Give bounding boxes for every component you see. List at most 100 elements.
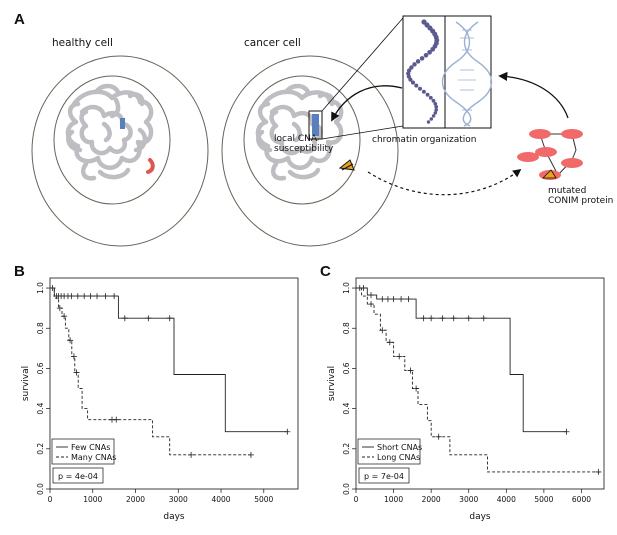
chromatin-bead xyxy=(423,53,429,58)
pvalue-box xyxy=(358,467,410,484)
y-axis-label: survival xyxy=(327,366,337,401)
x-tick-label: 6000 xyxy=(572,495,591,504)
x-tick-label: 0 xyxy=(354,495,359,504)
censor-mark xyxy=(407,367,414,374)
plot-frame xyxy=(49,277,299,490)
chromatin-fiber xyxy=(406,19,440,124)
x-tick-label: 4000 xyxy=(211,495,230,504)
censor-mark xyxy=(413,385,420,392)
legend-entry: Long CNAs xyxy=(377,453,420,462)
censor-mark xyxy=(61,313,68,320)
protein-node xyxy=(535,147,557,157)
survival-curve xyxy=(50,287,254,456)
protein-node xyxy=(561,129,583,139)
chromatin-bead xyxy=(406,74,411,79)
censor-mark xyxy=(379,296,386,303)
censor-mark xyxy=(67,337,74,344)
y-tick-label: 0.2 xyxy=(342,443,351,455)
healthy-red-region xyxy=(146,158,155,174)
censor-mark xyxy=(439,315,446,322)
y-tick-label: 1.0 xyxy=(36,282,45,294)
x-tick-label: 1000 xyxy=(83,495,102,504)
y-axis-label: survival xyxy=(21,366,31,401)
cancer-cell xyxy=(221,55,399,247)
censor-mark xyxy=(121,315,128,322)
cancer-blue-region xyxy=(312,114,319,136)
cancer-cell-label: cancer cell xyxy=(244,37,301,49)
arrow-mutation-to-protein xyxy=(367,168,522,196)
censor-mark xyxy=(113,416,120,423)
conim-protein-network xyxy=(517,129,583,180)
chromatin-bead xyxy=(412,62,417,67)
censor-mark xyxy=(390,296,397,303)
y-tick-label: 0.6 xyxy=(342,362,351,374)
censor-mark xyxy=(87,293,94,300)
censor-mark xyxy=(405,296,412,303)
cancer-chromatin xyxy=(255,83,344,181)
legend-entry: Short CNAs xyxy=(377,443,422,452)
local-cna-label-1: local CNA xyxy=(274,134,318,144)
pvalue-text: p = 7e-04 xyxy=(364,472,404,481)
dna-rungs xyxy=(458,29,476,111)
censor-mark xyxy=(386,339,393,346)
chromatin-bead xyxy=(429,117,434,121)
chromatin-bead xyxy=(410,80,416,85)
legend-entry: Many CNAs xyxy=(71,453,116,462)
censor-mark xyxy=(145,315,152,322)
pvalue-text: p = 4e-04 xyxy=(58,472,98,481)
censor-mark xyxy=(70,353,77,360)
plot-frame xyxy=(355,277,605,490)
mutated-label-2: CONIM protein xyxy=(548,196,613,206)
y-tick-label: 0.4 xyxy=(36,402,45,414)
censor-mark xyxy=(450,315,457,322)
x-axis-label: days xyxy=(469,512,491,522)
y-tick-label: 0.0 xyxy=(342,483,351,495)
censor-mark xyxy=(284,428,291,435)
pvalue: p = 4e-04 xyxy=(52,467,104,484)
mutated-label-1: mutated xyxy=(548,186,586,196)
chromatin-bead xyxy=(433,101,438,106)
censor-mark xyxy=(428,315,435,322)
censor-mark xyxy=(379,327,386,334)
healthy-blue-region xyxy=(120,118,125,129)
censor-mark xyxy=(396,353,403,360)
chromatin-bead xyxy=(414,83,419,88)
chromatin-bead xyxy=(433,111,438,115)
chromatin-bead xyxy=(434,104,439,109)
censor-mark xyxy=(73,369,80,376)
legend-box xyxy=(357,438,421,465)
censor-mark xyxy=(247,451,254,458)
arrow-protein-to-chromatin xyxy=(498,71,569,119)
chromatin-bead xyxy=(415,59,421,64)
y-tick-label: 1.0 xyxy=(342,282,351,294)
x-axis-label: days xyxy=(163,512,185,522)
x-tick-label: 0 xyxy=(48,495,53,504)
x-tick-label: 3000 xyxy=(459,495,478,504)
censor-mark xyxy=(74,293,81,300)
y-tick-label: 0.6 xyxy=(36,362,45,374)
panel-b-label: B xyxy=(14,263,25,280)
y-tick-label: 0.8 xyxy=(36,322,45,334)
censor-mark xyxy=(111,293,118,300)
censor-mark xyxy=(398,296,405,303)
chromatin-bead xyxy=(408,77,413,82)
censor-mark xyxy=(480,315,487,322)
censor-mark xyxy=(420,315,427,322)
chromatin-bead xyxy=(431,114,436,118)
pvalue-box xyxy=(52,467,104,484)
y-tick-label: 0.0 xyxy=(36,483,45,495)
chromatin-bead xyxy=(428,95,433,100)
censor-mark xyxy=(188,451,195,458)
chromatin-bead xyxy=(434,108,439,112)
zoom-line-top xyxy=(321,17,404,112)
chromatin-bead xyxy=(409,65,414,70)
panel-c-label: C xyxy=(320,263,331,280)
x-tick-label: 2000 xyxy=(126,495,145,504)
local-cna-label-2: susceptibility xyxy=(274,144,334,154)
censor-mark xyxy=(56,305,63,312)
x-tick-label: 3000 xyxy=(169,495,188,504)
censor-mark xyxy=(368,292,375,299)
